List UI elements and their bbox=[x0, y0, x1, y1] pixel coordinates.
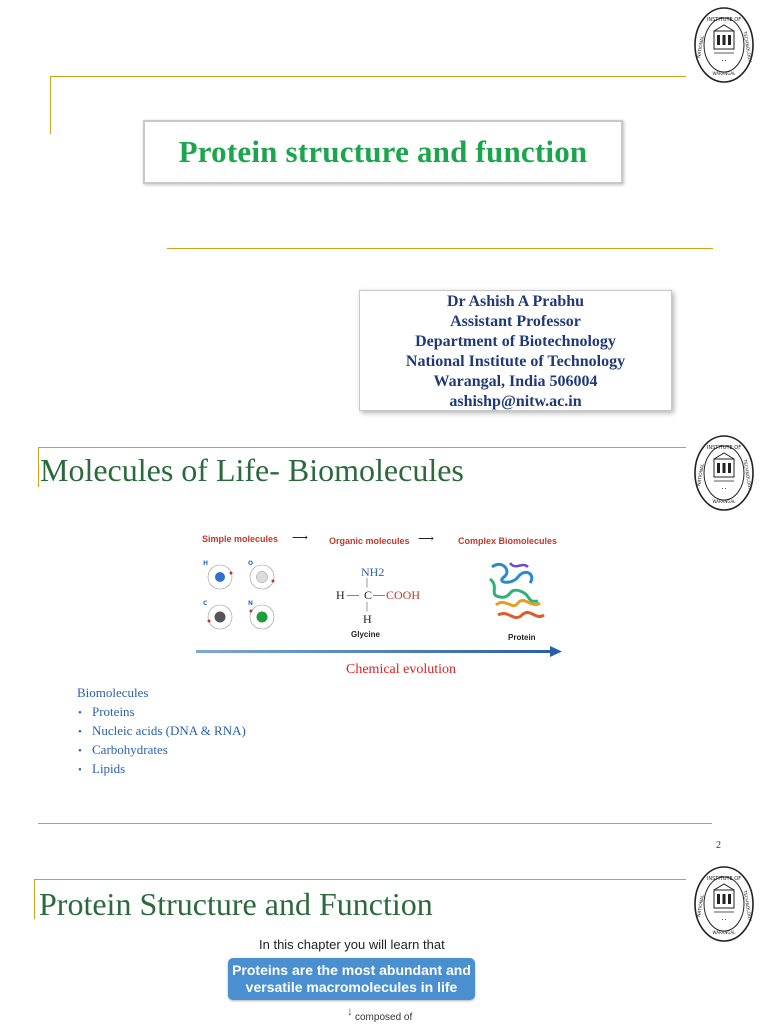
slide1-title: Protein structure and function bbox=[178, 134, 588, 169]
author-name: Dr Ashish A Prabhu bbox=[446, 293, 585, 310]
label-organic-molecules: Organic molecules bbox=[329, 536, 410, 546]
key-concept-box: Proteins are the most abundant and versa… bbox=[228, 958, 475, 1000]
bond-line: | bbox=[366, 601, 369, 612]
arrow-down-icon: ↓ bbox=[347, 1004, 353, 1018]
label-complex-biomolecules: Complex Biomolecules bbox=[458, 536, 558, 546]
atom-label-c: C bbox=[203, 600, 208, 607]
slide1-mid-rule bbox=[167, 248, 713, 249]
svg-text:NATIONAL: NATIONAL bbox=[696, 463, 706, 487]
svg-text:NATIONAL: NATIONAL bbox=[696, 894, 706, 918]
arrow-right-icon: ⟶ bbox=[292, 532, 308, 544]
bond-line: — bbox=[347, 587, 359, 601]
formula-c: C bbox=[364, 588, 373, 602]
atoms-illustration: H O C N bbox=[203, 560, 275, 630]
svg-text:WARANGAL: WARANGAL bbox=[713, 71, 737, 76]
atom-label-o: O bbox=[248, 560, 253, 567]
bond-line: | bbox=[366, 577, 369, 588]
slide2-left-rule bbox=[38, 447, 39, 487]
formula-h-left: H bbox=[336, 588, 345, 602]
svg-text:INSTITUTE OF: INSTITUTE OF bbox=[707, 17, 741, 23]
formula-h-bottom: H bbox=[363, 612, 372, 626]
author-email: ashishp@nitw.ac.in bbox=[449, 393, 582, 410]
svg-text:WARANGAL: WARANGAL bbox=[713, 930, 737, 935]
svg-text:INSTITUTE OF: INSTITUTE OF bbox=[707, 876, 741, 882]
nh2-group: NH2 bbox=[361, 565, 385, 579]
atom-label-n: N bbox=[248, 600, 253, 607]
bond-line: — bbox=[373, 587, 385, 601]
slide2-title: Molecules of Life- Biomolecules bbox=[40, 452, 464, 488]
slide1-left-rule bbox=[50, 76, 51, 134]
slide3-top-rule bbox=[34, 879, 686, 880]
biomolecules-heading: Biomolecules bbox=[77, 685, 149, 700]
glycine-label: Glycine bbox=[351, 630, 380, 639]
author-position: Assistant Professor bbox=[450, 313, 581, 330]
svg-text:TECHNOLOGY: TECHNOLOGY bbox=[741, 458, 752, 491]
svg-text:WARANGAL: WARANGAL bbox=[713, 499, 737, 504]
author-info-box: Dr Ashish A Prabhu Assistant Professor D… bbox=[359, 290, 672, 411]
arrow-right-icon: ⟶ bbox=[418, 533, 434, 545]
svg-text:INSTITUTE OF: INSTITUTE OF bbox=[707, 445, 741, 451]
svg-text:• •: • • bbox=[721, 59, 726, 63]
key-concept-line1: Proteins are the most abundant and bbox=[232, 962, 471, 978]
author-department: Department of Biotechnology bbox=[415, 333, 616, 350]
institute-emblem-icon: INSTITUTE OF NATIONAL TECHNOLOGY • • WAR… bbox=[694, 866, 754, 942]
key-concept-line2: versatile macromolecules in life bbox=[245, 979, 458, 995]
list-item: Carbohydrates bbox=[77, 741, 246, 760]
svg-text:• •: • • bbox=[721, 918, 726, 922]
chemical-evolution-label: Chemical evolution bbox=[346, 662, 457, 677]
page-number: 2 bbox=[716, 840, 721, 851]
slide3-left-rule bbox=[34, 879, 35, 919]
protein-label: Protein bbox=[508, 633, 536, 642]
svg-text:NATIONAL: NATIONAL bbox=[696, 35, 706, 59]
biomolecules-list: Proteins Nucleic acids (DNA & RNA) Carbo… bbox=[77, 703, 246, 779]
slide2-bottom-rule bbox=[38, 823, 712, 824]
svg-text:• •: • • bbox=[721, 487, 726, 491]
evolution-arrow-icon bbox=[196, 646, 562, 657]
protein-structure-image bbox=[488, 562, 545, 620]
formula-cooh: COOH bbox=[386, 588, 421, 602]
atom-label-h: H bbox=[203, 560, 208, 567]
institute-emblem-icon: INSTITUTE OF NATIONAL TECHNOLOGY • • WAR… bbox=[694, 435, 754, 511]
list-item: Lipids bbox=[77, 760, 246, 779]
svg-text:TECHNOLOGY: TECHNOLOGY bbox=[741, 30, 752, 63]
composed-of-label: composed of bbox=[355, 1012, 413, 1023]
slide3-title: Protein Structure and Function bbox=[39, 886, 433, 922]
chemical-evolution-figure: Simple molecules ⟶ Organic molecules ⟶ C… bbox=[196, 529, 564, 669]
slide1-title-box: Protein structure and function bbox=[143, 120, 623, 184]
list-item: Proteins bbox=[77, 703, 246, 722]
author-institute: National Institute of Technology bbox=[405, 353, 626, 370]
slide2-top-rule bbox=[38, 447, 686, 448]
list-item: Nucleic acids (DNA & RNA) bbox=[77, 722, 246, 741]
slide1-top-rule bbox=[50, 76, 686, 77]
svg-text:TECHNOLOGY: TECHNOLOGY bbox=[741, 889, 752, 922]
institute-emblem-icon: INSTITUTE OF NATIONAL TECHNOLOGY • • WAR… bbox=[694, 7, 754, 83]
author-address: Warangal, India 506004 bbox=[433, 373, 598, 390]
chapter-intro-text: In this chapter you will learn that bbox=[259, 937, 445, 952]
label-simple-molecules: Simple molecules bbox=[202, 534, 279, 544]
